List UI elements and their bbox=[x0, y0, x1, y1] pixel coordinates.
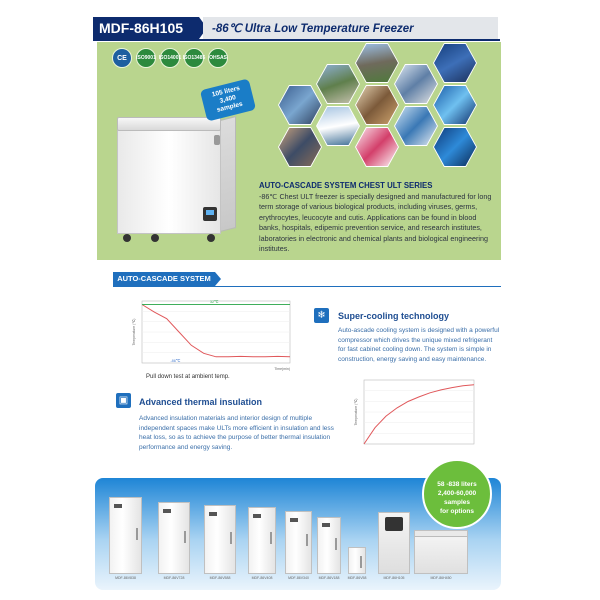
title-bar bbox=[203, 17, 498, 39]
cooling-curve-chart: Temperature (℃) bbox=[350, 378, 478, 454]
y-axis-label: Temperature (℃) bbox=[132, 319, 136, 346]
lineup-label: MDF-86V838 bbox=[115, 576, 136, 580]
hex-image-scientist bbox=[356, 86, 398, 124]
chest-freezer-image bbox=[117, 116, 237, 242]
x-axis-label: Time(min) bbox=[274, 367, 290, 371]
hex-image-molecules bbox=[434, 86, 476, 124]
lineup-unit bbox=[285, 511, 312, 574]
annotation-label: -86℃ bbox=[170, 359, 180, 363]
supercooling-description: Auto-ascade cooling system is designed w… bbox=[338, 327, 500, 363]
lineup-unit bbox=[348, 547, 366, 574]
series-description: -86℃ Chest ULT freezer is specially desi… bbox=[259, 192, 492, 254]
lineup-unit bbox=[317, 517, 341, 574]
iso14001-badge: ISO14001 bbox=[159, 48, 181, 68]
lineup-label: MDF-86V58 bbox=[347, 576, 367, 580]
hex-image-microscope bbox=[395, 65, 437, 103]
insulation-icon: ▣ bbox=[116, 393, 131, 408]
options-badge bbox=[422, 459, 492, 529]
section-tab-auto-cascade: AUTO-CASCADE SYSTEM bbox=[113, 272, 221, 286]
lineup-unit bbox=[158, 502, 190, 574]
series-title: AUTO-CASCADE SYSTEM CHEST ULT SERIES bbox=[259, 181, 433, 190]
iso9001-badge: ISO9001 bbox=[136, 48, 156, 68]
section-divider bbox=[113, 286, 501, 287]
lineup-label: MDF-86V188 bbox=[318, 576, 340, 580]
pulldown-chart-caption: Pull down test at ambient temp. bbox=[146, 374, 230, 380]
ce-badge: CE bbox=[112, 48, 132, 68]
lineup-unit bbox=[204, 505, 236, 574]
lineup-label: MDF-86V728 bbox=[163, 576, 185, 580]
options-badge-text: 58 -838 liters 2,400-60,000 samples for … bbox=[437, 481, 477, 515]
pulldown-chart: Temperature (℃) Time(min) 32℃ -86℃ bbox=[128, 299, 294, 373]
lock-icon bbox=[214, 135, 220, 145]
y-axis-label: Temperature (℃) bbox=[354, 399, 358, 426]
lineup-label: MDF-86H450 bbox=[430, 576, 452, 580]
iso13485-badge: ISO13485 bbox=[183, 48, 205, 68]
title-underline bbox=[93, 39, 500, 41]
series-line-0 bbox=[141, 304, 291, 358]
annotation-label: 32℃ bbox=[210, 300, 219, 304]
hex-image-campus bbox=[317, 65, 359, 103]
lineup-label: MDF-86H105 bbox=[383, 576, 405, 580]
lineup-unit bbox=[378, 512, 410, 574]
ohsas-badge: OHSAS bbox=[208, 48, 228, 68]
page-title: -86℃ Ultra Low Temperature Freezer bbox=[212, 23, 414, 35]
model-tag: MDF-86H105 bbox=[93, 17, 207, 39]
lineup-unit bbox=[248, 507, 276, 574]
certification-badges: CE ISO9001 ISO14001 ISO13485 OHSAS bbox=[112, 48, 228, 70]
lineup-label: MDF-86V588 bbox=[209, 576, 231, 580]
insulation-description: Advanced insulation materials and interi… bbox=[139, 415, 334, 451]
insulation-title: Advanced thermal insulation bbox=[139, 397, 263, 407]
supercooling-title: Super-cooling technology bbox=[338, 311, 450, 321]
lineup-label: MDF-86V408 bbox=[251, 576, 273, 580]
snowflake-icon: ❄ bbox=[314, 308, 329, 323]
lineup-label: MDF-86V340 bbox=[288, 576, 309, 580]
control-panel bbox=[203, 207, 217, 221]
lineup-unit bbox=[109, 497, 142, 574]
series-line-0 bbox=[363, 384, 475, 445]
lineup-unit bbox=[414, 530, 468, 574]
hex-image-lab bbox=[279, 86, 321, 124]
